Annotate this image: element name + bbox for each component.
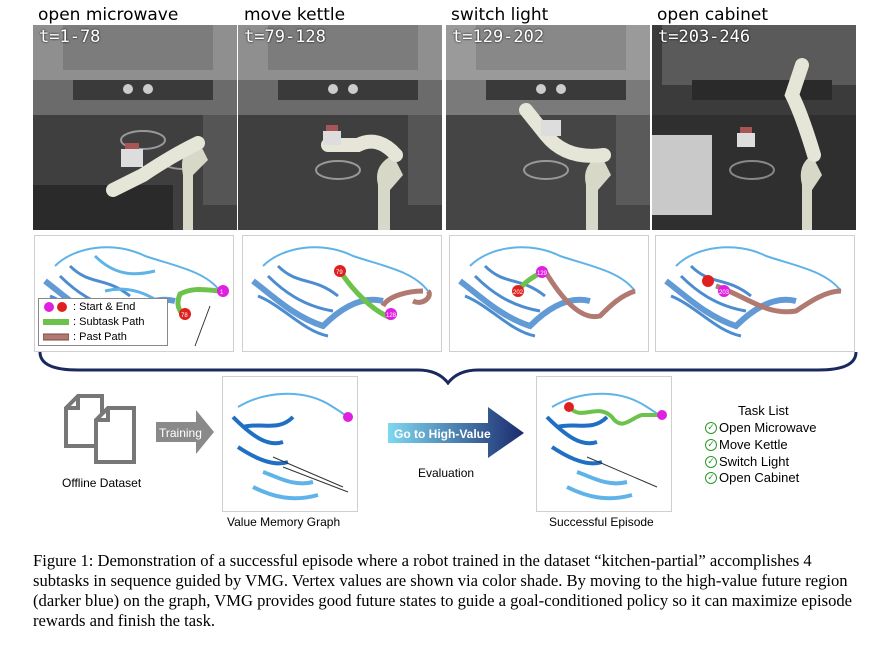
legend-past-path-label: : Past Path xyxy=(73,331,127,343)
task-item-label: Switch Light xyxy=(719,454,790,469)
panel-time-label: t=79-128 xyxy=(244,27,326,47)
graph-end-label: 202 xyxy=(513,290,524,296)
successful-episode-plot xyxy=(545,392,667,501)
graph-start-label: 1 xyxy=(220,290,224,296)
go-to-high-value-arrow xyxy=(388,407,524,458)
training-label: Training xyxy=(159,426,202,440)
panel-title-open-microwave: open microwave xyxy=(38,5,179,25)
checkmark-icon: ✓ xyxy=(705,421,717,434)
evaluation-label: Evaluation xyxy=(418,466,475,480)
curly-brace xyxy=(38,351,858,385)
value-graph-plot: 79 128 xyxy=(251,246,432,338)
task-item-open-cabinet: ✓ Open Cabinet xyxy=(705,470,799,485)
kitchen-scene-image xyxy=(652,25,856,230)
successful-episode-box xyxy=(536,376,672,512)
panel-title-open-cabinet: open cabinet xyxy=(657,5,769,25)
graph-panel-4: 203 xyxy=(655,235,855,352)
graph-start-label: 79 xyxy=(336,270,343,276)
panel-title-move-kettle: move kettle xyxy=(244,5,346,25)
legend-subtask-path: : Subtask Path xyxy=(43,315,145,329)
legend-subtask-path-label: : Subtask Path xyxy=(73,316,145,328)
panel-time-label: t=203-246 xyxy=(658,27,751,47)
graph-panel-3: 129 202 xyxy=(449,235,649,352)
value-memory-graph-plot xyxy=(231,392,353,501)
kitchen-scene-image xyxy=(33,25,237,230)
kitchen-scene-image xyxy=(446,25,650,230)
legend-past-path: : Past Path xyxy=(43,330,127,344)
task-item-open-microwave: ✓ Open Microwave xyxy=(705,420,817,435)
graph-legend: : Start & End : Subtask Path : Past Path xyxy=(38,298,168,346)
task-list-title: Task List xyxy=(738,403,789,418)
task-item-move-kettle: ✓ Move Kettle xyxy=(705,437,788,452)
task-item-label: Move Kettle xyxy=(719,437,788,452)
graph-end-label: 78 xyxy=(181,313,188,319)
checkmark-icon: ✓ xyxy=(705,438,717,451)
graph-start-label: 203 xyxy=(719,290,730,296)
value-graph-plot: 203 xyxy=(664,246,842,338)
training-arrow xyxy=(156,410,214,454)
graph-end-label: 128 xyxy=(386,313,397,319)
offline-dataset-icon xyxy=(64,394,136,464)
go-to-high-value-label: Go to High-Value xyxy=(394,427,491,441)
kitchen-scene-image xyxy=(238,25,442,230)
offline-dataset-label: Offline Dataset xyxy=(62,476,142,490)
panel-title-switch-light: switch light xyxy=(451,5,549,25)
panel-switch-light: t=129-202 xyxy=(446,25,650,230)
panel-open-microwave: t=1-78 xyxy=(33,25,237,230)
value-memory-graph-box xyxy=(222,376,358,512)
successful-episode-label: Successful Episode xyxy=(549,515,654,529)
value-graph-plot: 129 202 xyxy=(458,246,636,338)
legend-start-end: : Start & End xyxy=(43,300,135,314)
graph-start-label: 129 xyxy=(537,271,548,277)
panel-move-kettle: t=79-128 xyxy=(238,25,442,230)
task-item-label: Open Cabinet xyxy=(719,470,800,485)
task-item-label: Open Microwave xyxy=(719,420,817,435)
task-item-switch-light: ✓ Switch Light xyxy=(705,454,789,469)
legend-start-end-label: : Start & End xyxy=(73,301,136,313)
graph-panel-2: 79 128 xyxy=(242,235,442,352)
panel-open-cabinet: t=203-246 xyxy=(652,25,856,230)
value-memory-graph-label: Value Memory Graph xyxy=(227,515,341,529)
panel-time-label: t=129-202 xyxy=(452,27,545,47)
checkmark-icon: ✓ xyxy=(705,455,717,468)
checkmark-icon: ✓ xyxy=(705,471,717,484)
panel-time-label: t=1-78 xyxy=(39,27,101,47)
figure-caption: Figure 1: Demonstration of a successful … xyxy=(33,551,853,630)
